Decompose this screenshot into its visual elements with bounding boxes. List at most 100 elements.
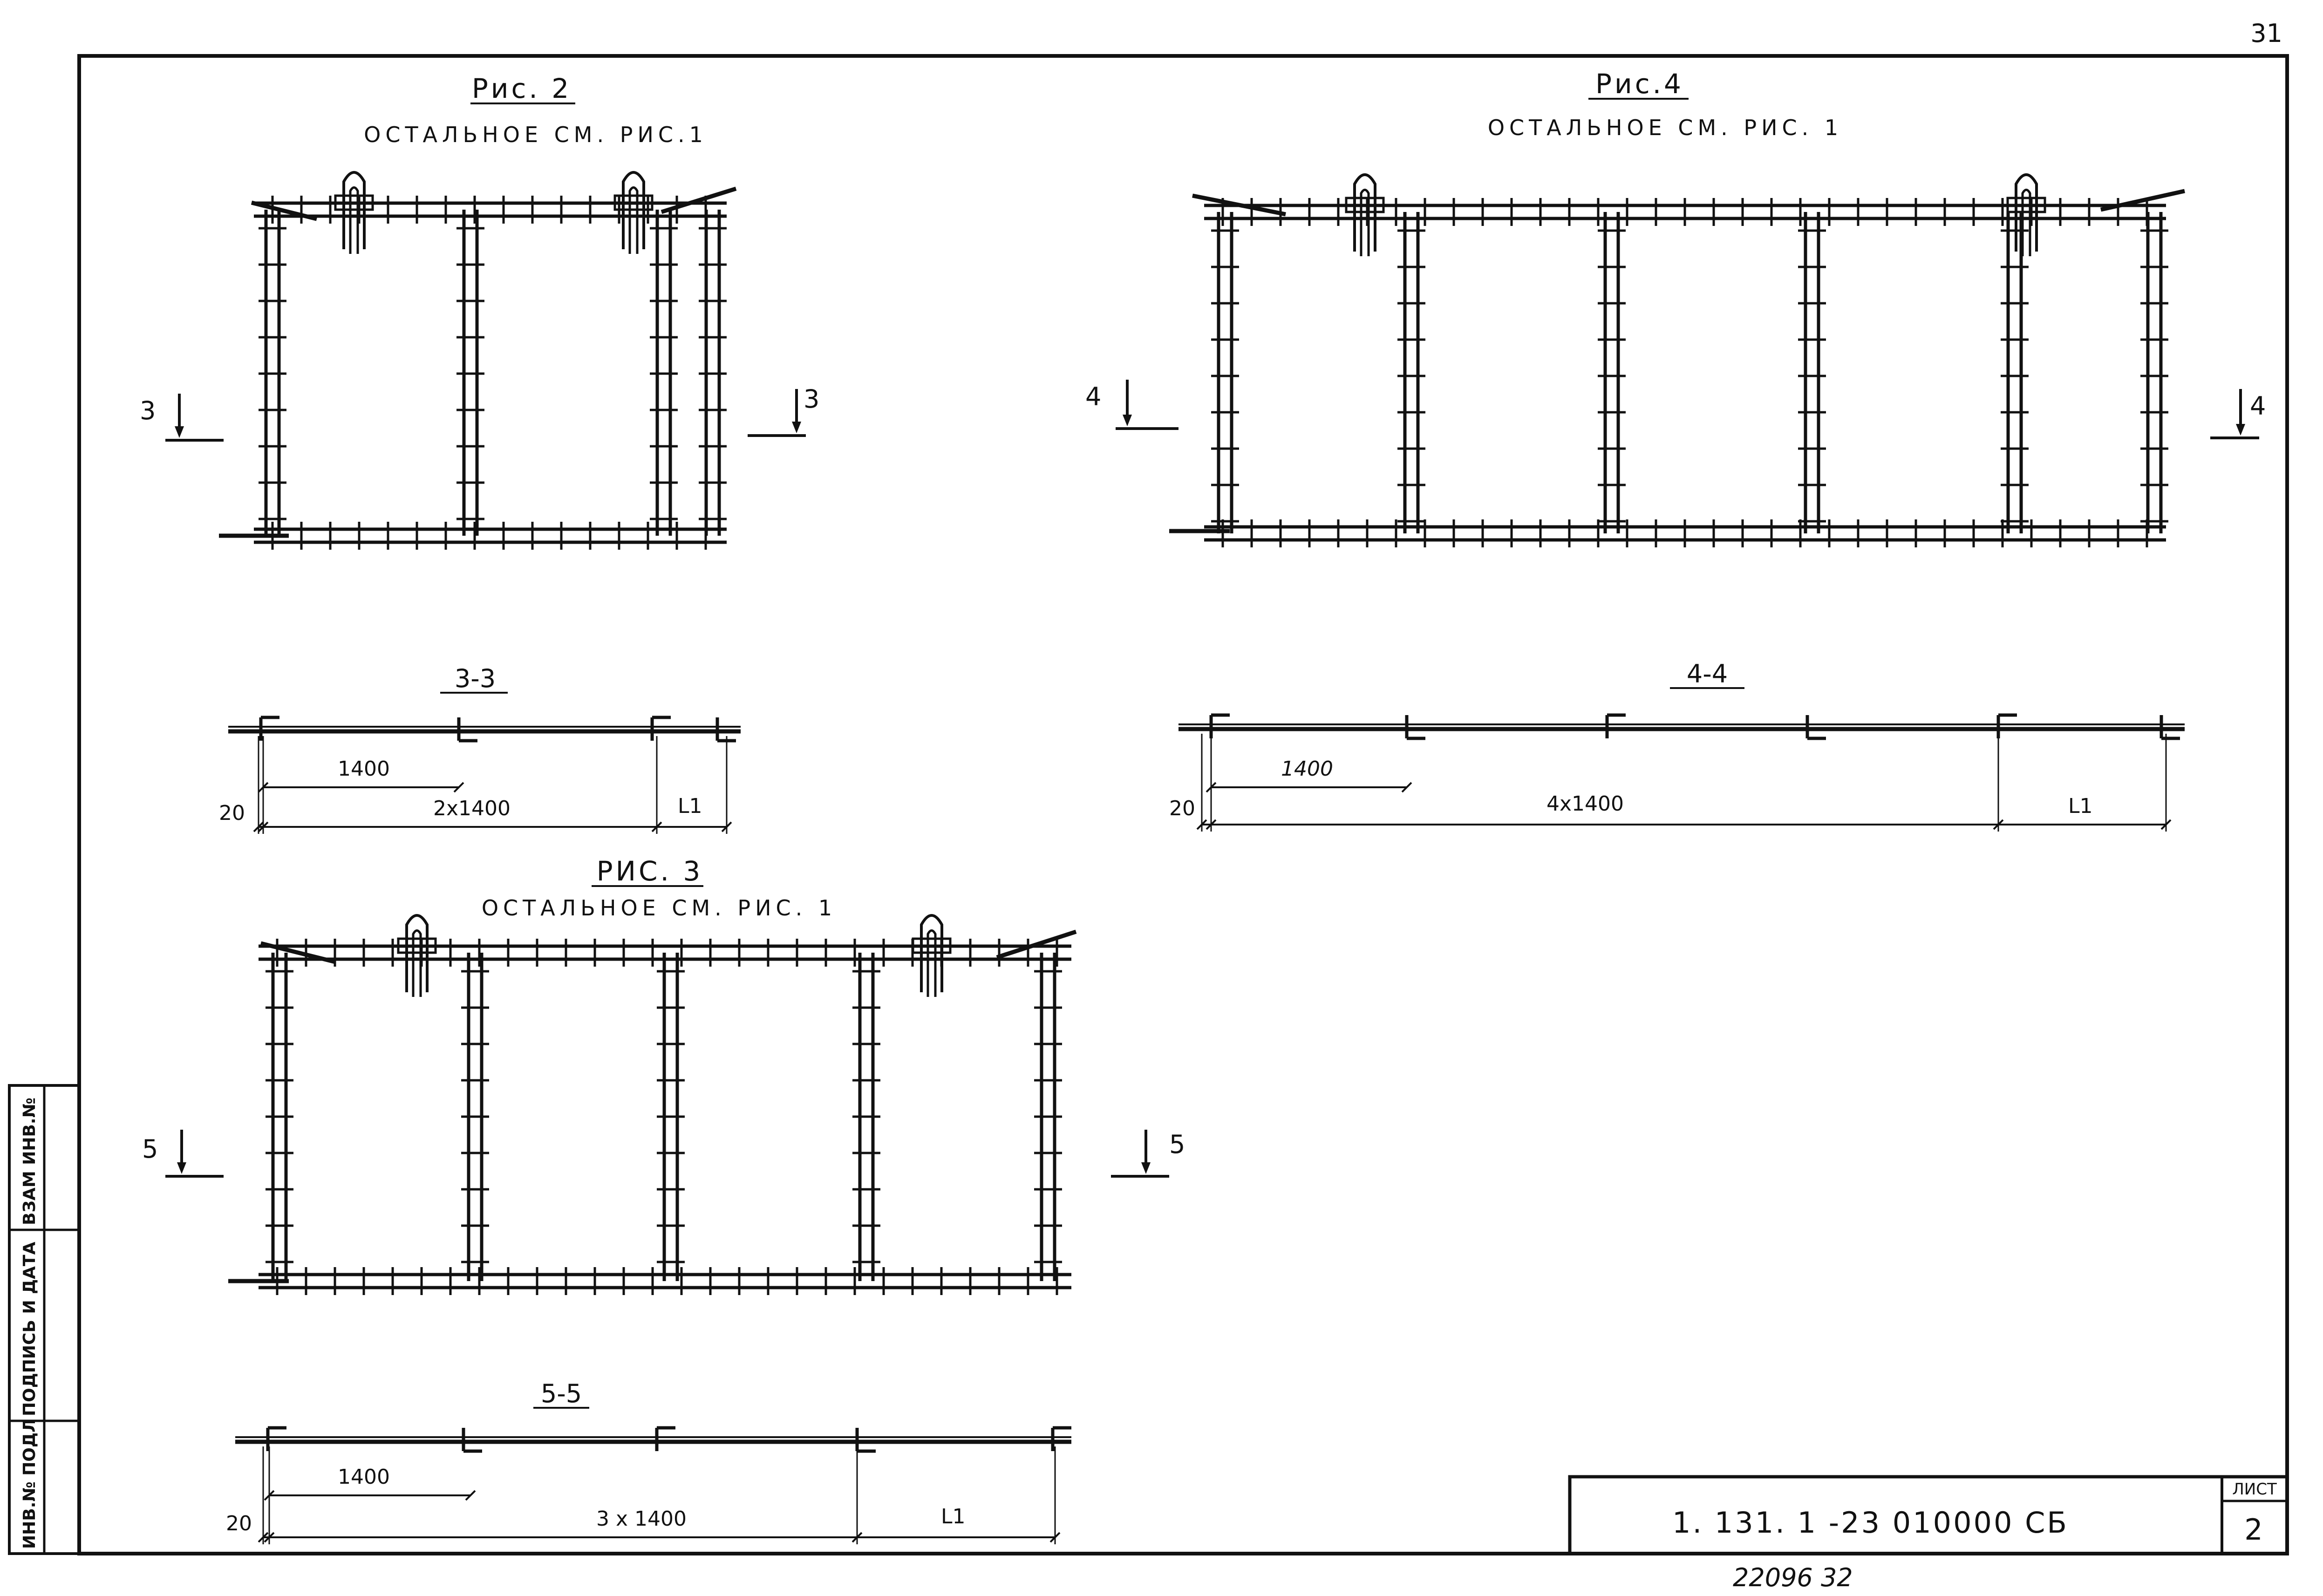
lifting-loop-2 bbox=[2006, 173, 2046, 256]
vertical-post-5 bbox=[2001, 212, 2029, 533]
fig4-section-mark-left: 4 bbox=[1085, 380, 1179, 430]
title-block: 1. 131. 1 -23 010000 СБ ЛИСТ 2 bbox=[1568, 1475, 2289, 1555]
section-hook-3 bbox=[655, 1426, 675, 1451]
svg-text:4: 4 bbox=[2250, 391, 2266, 421]
fig3-section-mark-right: 5 bbox=[1111, 1130, 1185, 1178]
fig2-section-mark-left: 3 bbox=[140, 394, 224, 442]
end-bar-1 bbox=[1192, 193, 1286, 217]
section-4-4-dim1: 1400 bbox=[1281, 757, 1333, 781]
section-3-3-dim1: 1400 bbox=[338, 757, 390, 781]
drawing-code: 1. 131. 1 -23 010000 СБ bbox=[1672, 1506, 2069, 1540]
svg-text:3: 3 bbox=[804, 384, 819, 414]
section-4-4-label: 4-4 bbox=[1687, 659, 1728, 689]
svg-text:4: 4 bbox=[1085, 382, 1101, 411]
side-stamp-col1: ИНВ.№ ПОДЛ bbox=[20, 1419, 39, 1549]
side-stamp: ИНВ.№ ПОДЛ ПОДПИСЬ И ДАТА ВЗАМ ИНВ.№ bbox=[8, 1084, 81, 1555]
section-3-3-dim3: L1 bbox=[678, 794, 702, 818]
fig2-rebar-frame bbox=[219, 171, 737, 550]
vertical-post-3 bbox=[1598, 212, 1626, 533]
lifting-loop-1 bbox=[1345, 173, 1385, 256]
sheet-label: ЛИСТ bbox=[2232, 1480, 2277, 1499]
lifting-loop-1 bbox=[334, 171, 374, 254]
section-hook-5 bbox=[1051, 1426, 1071, 1451]
side-stamp-col3: ВЗАМ ИНВ.№ bbox=[20, 1098, 39, 1225]
page-number: 31 bbox=[2250, 19, 2282, 48]
sub-dimension-line bbox=[264, 1490, 476, 1501]
section-4-4: 4-4 20 1400 4х1400 L1 bbox=[1169, 659, 2185, 832]
section-5-5-profile bbox=[235, 1426, 1071, 1544]
section-hook-1 bbox=[259, 716, 279, 741]
fig3-rebar-frame bbox=[228, 914, 1077, 1295]
section-hook-3 bbox=[1605, 713, 1626, 738]
section-4-4-offset: 20 bbox=[1169, 797, 1195, 820]
section-5-5-dim2: 3 х 1400 bbox=[596, 1507, 687, 1531]
fig4-rebar-frame bbox=[1169, 173, 2185, 547]
vertical-post-1 bbox=[259, 210, 286, 536]
fig4-section-mark-right: 4 bbox=[2210, 389, 2266, 439]
section-hook-3 bbox=[650, 716, 671, 741]
vertical-post-4 bbox=[852, 953, 880, 1281]
section-hook-2 bbox=[457, 717, 477, 743]
fig4-title: Рис.4 bbox=[1595, 68, 1684, 100]
vertical-post-1 bbox=[266, 953, 293, 1281]
svg-text:5: 5 bbox=[142, 1134, 158, 1164]
section-3-3-offset: 20 bbox=[219, 801, 245, 825]
dimension-line bbox=[253, 736, 732, 834]
fig4-subtitle: ОСТАЛЬНОЕ СМ. РИС. 1 bbox=[1488, 115, 1843, 140]
svg-text:3: 3 bbox=[140, 396, 156, 425]
figure-2: Рис. 2 ОСТАЛЬНОЕ СМ. РИС.1 3 3 bbox=[140, 73, 819, 550]
end-bar-2 bbox=[996, 929, 1077, 960]
fig3-section-mark-left: 5 bbox=[142, 1130, 224, 1178]
lifting-loop-1 bbox=[397, 914, 437, 997]
side-stamp-col2: ПОДПИСЬ И ДАТА bbox=[20, 1241, 39, 1416]
end-bar-1 bbox=[260, 941, 336, 964]
fig2-title: Рис. 2 bbox=[472, 73, 572, 104]
sub-dimension-line bbox=[258, 782, 464, 793]
section-hook-1 bbox=[266, 1426, 286, 1451]
vertical-post-1 bbox=[1211, 212, 1239, 533]
section-5-5-dim1: 1400 bbox=[338, 1465, 390, 1489]
fig3-subtitle: ОСТАЛЬНОЕ СМ. РИС. 1 bbox=[482, 895, 837, 921]
svg-text:5: 5 bbox=[1169, 1130, 1185, 1159]
vertical-post-2 bbox=[1397, 212, 1425, 533]
section-4-4-profile bbox=[1179, 713, 2185, 832]
figure-3: РИС. 3 ОСТАЛЬНОЕ СМ. РИС. 1 5 5 bbox=[142, 855, 1185, 1295]
dimension-line bbox=[1196, 734, 2172, 832]
section-5-5-label: 5-5 bbox=[541, 1379, 582, 1408]
vertical-post-2 bbox=[456, 210, 484, 536]
section-hook-2 bbox=[462, 1428, 482, 1453]
section-5-5: 5-5 20 1400 3 х 1400 L1 bbox=[226, 1379, 1071, 1544]
fig3-title: РИС. 3 bbox=[597, 855, 703, 887]
section-3-3: 3-3 20 1400 2х1400 L1 bbox=[219, 664, 741, 834]
section-hook-6 bbox=[2160, 715, 2180, 740]
section-3-3-label: 3-3 bbox=[455, 664, 496, 693]
vertical-post-6 bbox=[2140, 212, 2168, 533]
figure-4: Рис.4 ОСТАЛЬНОЕ СМ. РИС. 1 4 4 bbox=[1085, 68, 2266, 547]
bottom-chord bbox=[254, 522, 727, 550]
frame-border bbox=[77, 54, 2289, 1555]
fig2-subtitle: ОСТАЛЬНОЕ СМ. РИС.1 bbox=[364, 122, 708, 147]
section-5-5-offset: 20 bbox=[226, 1512, 252, 1535]
section-4-4-dim2: 4х1400 bbox=[1546, 792, 1624, 816]
vertical-post-4 bbox=[1798, 212, 1826, 533]
sub-dimension-line bbox=[1206, 782, 1412, 793]
section-hook-5 bbox=[1996, 713, 2017, 738]
section-4-4-dim3: L1 bbox=[2068, 794, 2093, 818]
vertical-post-3 bbox=[650, 210, 678, 536]
vertical-post-4 bbox=[699, 210, 727, 536]
vertical-post-3 bbox=[657, 953, 685, 1281]
bottom-note: 22096 32 bbox=[1733, 1563, 1853, 1592]
section-3-3-profile bbox=[228, 716, 741, 834]
lifting-loop-2 bbox=[613, 171, 654, 254]
section-hook-2 bbox=[1405, 715, 1425, 740]
end-bar-2 bbox=[2100, 189, 2185, 212]
end-bar-2 bbox=[661, 186, 737, 214]
section-hook-1 bbox=[1209, 713, 1230, 738]
dimension-line bbox=[258, 1446, 1061, 1544]
vertical-post-5 bbox=[1034, 953, 1062, 1281]
fig2-section-mark-right: 3 bbox=[748, 384, 819, 437]
lifting-loop-2 bbox=[912, 914, 952, 997]
section-hook-4 bbox=[1805, 715, 1826, 740]
vertical-post-2 bbox=[461, 953, 489, 1281]
